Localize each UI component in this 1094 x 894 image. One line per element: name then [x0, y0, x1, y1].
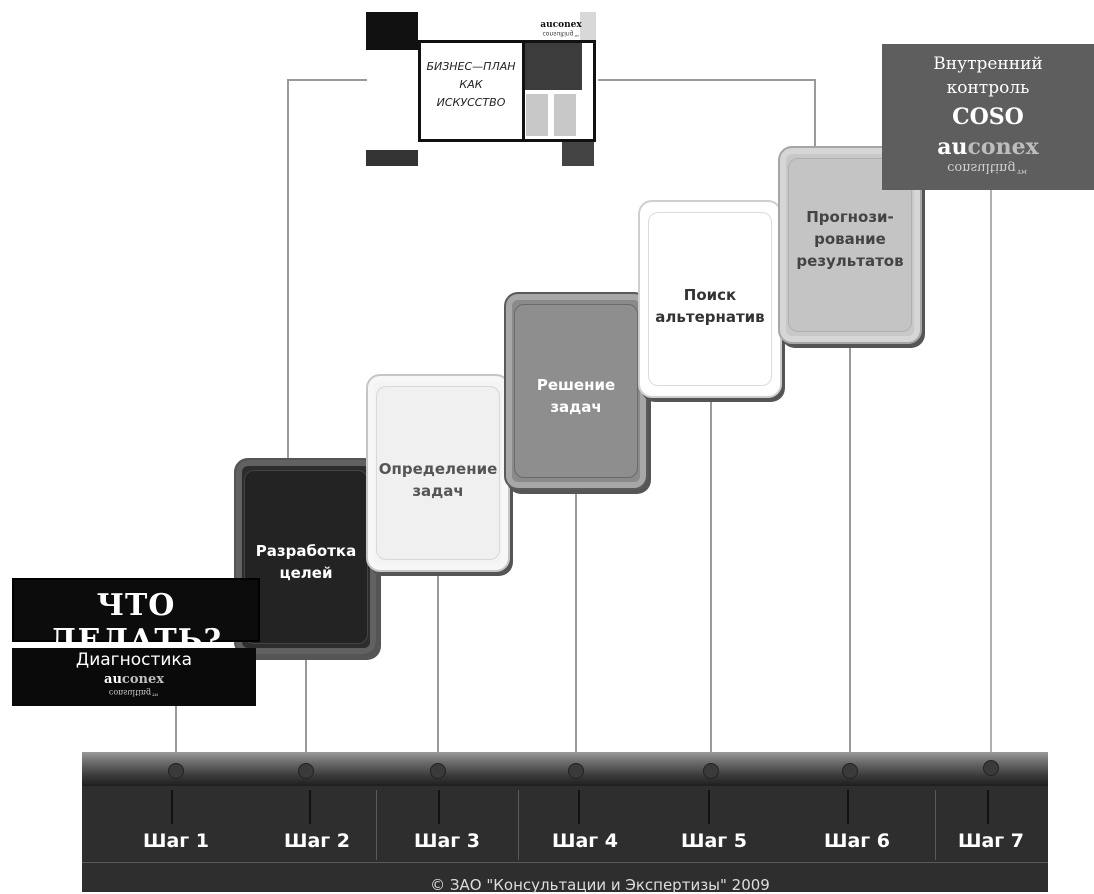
drop-line-step2: [305, 654, 307, 768]
card-step5-label: Поиск альтернатив: [655, 286, 765, 326]
timeline-dot-2: [298, 763, 314, 779]
copyright-text: © ЗАО "Консультации и Экспертизы" 2009: [430, 876, 770, 894]
timeline-dot-1: [168, 763, 184, 779]
card-step2: Разработка целей: [234, 458, 378, 656]
internal-control-title: Внутренний контроль: [933, 54, 1043, 98]
card-step4-label: Решение задач: [536, 376, 616, 416]
timeline-separator-2: [518, 790, 519, 860]
brand-conex: conex: [121, 672, 164, 687]
internal-control-brand: auconex: [882, 134, 1094, 160]
connector-right-vertical: [814, 79, 816, 149]
card-step5-inner: [648, 212, 772, 386]
book-corner-bottom-left: [366, 150, 418, 166]
book-title: БИЗНЕС—ПЛАН КАК ИСКУССТВО: [426, 60, 516, 109]
timeline-tick-6: [847, 790, 849, 824]
book-divider: [522, 43, 525, 139]
card-step4-inner: [514, 304, 638, 478]
timeline-footer-line: [82, 862, 1048, 863]
step-label-7: Шаг 7: [957, 830, 1025, 852]
book-corner-top-right: [580, 12, 596, 42]
book-consulting: consulting™: [542, 30, 580, 37]
card-step3: Определение задач: [366, 374, 510, 572]
book-dark-panel: [524, 43, 582, 90]
drop-line-step3: [437, 574, 439, 768]
book-light-panel-2: [554, 94, 576, 136]
connector-right-horizontal: [598, 79, 814, 81]
card-step3-inner: [376, 386, 500, 560]
drop-line-step5: [710, 398, 712, 768]
card-step6-label: Прогнози- рование результатов: [796, 208, 904, 270]
timeline-tick-2: [309, 790, 311, 824]
step-label-1: Шаг 1: [142, 830, 210, 852]
timeline-tick-7: [987, 790, 989, 824]
timeline-tick-3: [438, 790, 440, 824]
card-step2-label: Разработка целей: [255, 542, 357, 582]
drop-line-step4: [575, 490, 577, 768]
connector-left-horizontal: [287, 79, 367, 81]
step-label-3: Шаг 3: [413, 830, 481, 852]
diagnostics-box: Диагностика auconex consulting™: [12, 648, 256, 706]
step-label-5: Шаг 5: [680, 830, 748, 852]
internal-control-box: Внутренний контроль COSO auconex consult…: [882, 44, 1094, 190]
step-label-2: Шаг 2: [283, 830, 351, 852]
brand-au: au: [937, 134, 968, 160]
coso-label: COSO: [952, 104, 1024, 130]
timeline-tick-4: [578, 790, 580, 824]
connector-left-vertical: [287, 79, 289, 461]
card-step2-inner: [244, 470, 368, 644]
timeline-rail: [82, 752, 1048, 786]
diagnostics-brand: auconex: [12, 672, 256, 687]
card-step4: Решение задач: [504, 292, 648, 490]
timeline-dot-3: [430, 763, 446, 779]
timeline-dot-5: [703, 763, 719, 779]
book-brand: auconex: [540, 20, 582, 30]
drop-line-step1: [175, 706, 177, 768]
diagnostics-consulting: consulting™: [108, 688, 160, 697]
drop-line-step7: [990, 190, 992, 768]
book-corner-top-left: [366, 12, 418, 50]
book-light-panel-1: [526, 94, 548, 136]
timeline-dot-7: [983, 760, 999, 776]
brand-conex: conex: [967, 134, 1039, 160]
card-step5: Поиск альтернатив: [638, 200, 782, 398]
what-to-do-headline: ЧТО ДЕЛАТЬ?: [49, 588, 223, 658]
card-step3-label: Определение задач: [378, 460, 498, 500]
timeline-dot-6: [842, 763, 858, 779]
step-label-4: Шаг 4: [551, 830, 619, 852]
timeline-separator-3: [935, 790, 936, 860]
book-corner-bottom-right: [562, 140, 594, 166]
what-to-do-box: ЧТО ДЕЛАТЬ?: [12, 578, 260, 658]
timeline-separator-1: [376, 790, 377, 860]
timeline-band: [82, 786, 1048, 892]
step-label-6: Шаг 6: [823, 830, 891, 852]
internal-control-consulting: consulting™: [947, 160, 1029, 175]
timeline-tick-1: [171, 790, 173, 824]
timeline-tick-5: [708, 790, 710, 824]
timeline-dot-4: [568, 763, 584, 779]
brand-au: au: [104, 672, 122, 687]
diagnostics-title: Диагностика: [75, 650, 193, 670]
drop-line-step6: [849, 344, 851, 768]
